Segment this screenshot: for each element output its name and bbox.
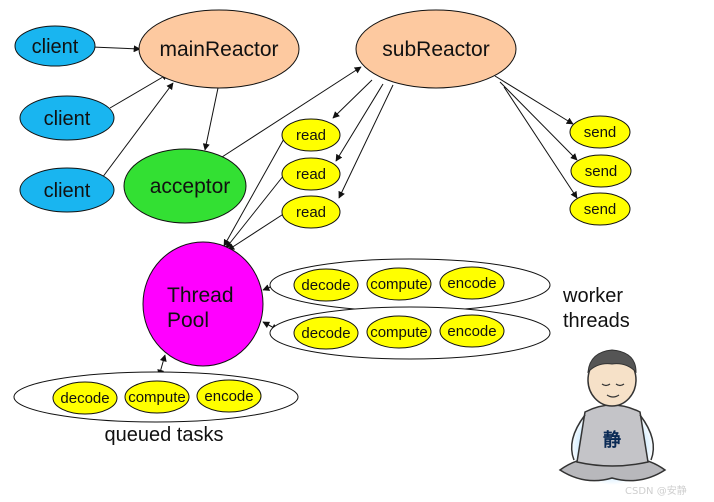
acceptor-node: acceptor — [123, 148, 247, 224]
send-label-2: send — [585, 163, 618, 180]
edge-sub-send2 — [499, 81, 578, 161]
read-label-1: read — [296, 127, 326, 144]
worker2-task-3: encode — [447, 323, 496, 340]
meditating-figure-icon: 静 — [558, 349, 667, 485]
worker-threads-caption-line2: threads — [563, 310, 630, 332]
edge-client2-main — [109, 73, 169, 109]
queued-tasks-caption: queued tasks — [105, 424, 224, 446]
client-node-2: client — [19, 95, 115, 141]
send-label-3: send — [584, 201, 617, 218]
sub-reactor-label: subReactor — [382, 38, 489, 61]
read-label-2: read — [296, 166, 326, 183]
worker2-task-2: compute — [370, 324, 428, 341]
edge-read3-pool — [227, 212, 286, 251]
worker1-task-1: decode — [301, 277, 350, 294]
client-label-1: client — [32, 36, 79, 58]
queued-tasks-row: decode compute encode — [13, 371, 299, 423]
worker2-task-1: decode — [301, 325, 350, 342]
edge-sub-send3 — [503, 86, 578, 199]
queued-task-2: compute — [128, 389, 186, 406]
connectors — [91, 45, 578, 377]
thread-pool-node: Thread Pool — [142, 241, 264, 367]
worker-threads-caption-line1: worker — [562, 285, 623, 307]
worker-thread-row-2: decode compute encode — [269, 306, 551, 360]
mascot-character: 静 — [603, 429, 621, 451]
edge-read2-pool — [225, 174, 285, 249]
edge-client3-main — [101, 82, 174, 179]
acceptor-label: acceptor — [150, 175, 231, 198]
client-label-2: client — [44, 108, 91, 130]
edge-sub-read2 — [335, 83, 384, 162]
worker1-task-3: encode — [447, 275, 496, 292]
worker1-task-2: compute — [370, 276, 428, 293]
edge-sub-send1 — [494, 75, 574, 125]
edge-sub-read1 — [332, 79, 373, 119]
send-node-3: send — [569, 192, 631, 226]
read-node-1: read — [281, 118, 341, 152]
edge-main-acceptor — [202, 87, 219, 151]
watermark: CSDN @安静 — [625, 484, 687, 497]
read-node-3: read — [281, 195, 341, 229]
thread-pool-label-line1: Thread — [167, 284, 234, 307]
client-node-1: client — [14, 25, 96, 67]
client-label-3: client — [44, 180, 91, 202]
edge-client1-main — [91, 45, 141, 53]
edge-sub-read3 — [338, 84, 394, 199]
edge-acceptor-sub — [221, 66, 362, 158]
edge-read1-pool — [223, 136, 286, 247]
sub-reactor-node: subReactor — [355, 9, 517, 89]
client-node-3: client — [19, 167, 115, 213]
send-node-2: send — [570, 154, 632, 188]
read-label-3: read — [296, 204, 326, 221]
read-node-2: read — [281, 157, 341, 191]
thread-pool-label-line2: Pool — [167, 309, 209, 332]
queued-task-3: encode — [204, 388, 253, 405]
queued-task-1: decode — [60, 390, 109, 407]
main-reactor-label: mainReactor — [159, 38, 278, 61]
worker-thread-row-1: decode compute encode — [269, 258, 551, 312]
main-reactor-node: mainReactor — [138, 9, 300, 89]
send-node-1: send — [569, 115, 631, 149]
send-label-1: send — [584, 124, 617, 141]
